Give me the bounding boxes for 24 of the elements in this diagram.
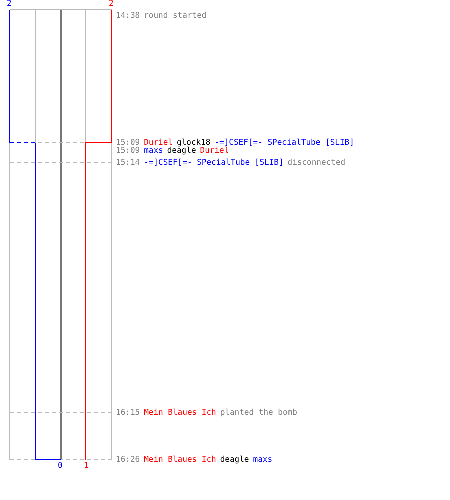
timestamp: 16:26 xyxy=(116,455,140,464)
count-number: 2 xyxy=(109,0,114,8)
player-name: -=]CSEF[=- SPecialTube [SLIB] xyxy=(144,158,284,167)
count-number: 1 xyxy=(84,462,89,470)
weapon-name: deagle xyxy=(220,455,250,464)
player-name: Duriel xyxy=(144,138,173,147)
event-text: disconnected xyxy=(288,158,346,167)
count-number: 0 xyxy=(58,462,63,470)
event-text: round started xyxy=(144,11,207,20)
player-name: Duriel xyxy=(200,146,230,155)
timestamp: 15:14 xyxy=(116,158,140,167)
weapon-name: glock18 xyxy=(177,138,211,147)
player-name: Mein Blaues Ich xyxy=(144,455,216,464)
player-name: maxs xyxy=(253,455,273,464)
timestamp: 15:09 xyxy=(116,138,140,147)
event-text: planted the bomb xyxy=(220,408,298,417)
timestamp: 14:38 xyxy=(116,11,140,20)
count-number: 2 xyxy=(7,0,12,8)
player-name: -=]CSEF[=- SPecialTube [SLIB] xyxy=(214,138,354,147)
weapon-name: deagle xyxy=(167,146,196,155)
player-name: Mein Blaues Ich xyxy=(144,408,216,417)
timestamp: 15:09 xyxy=(116,146,140,155)
player-name: maxs xyxy=(144,146,164,155)
timestamp: 16:15 xyxy=(116,408,140,417)
